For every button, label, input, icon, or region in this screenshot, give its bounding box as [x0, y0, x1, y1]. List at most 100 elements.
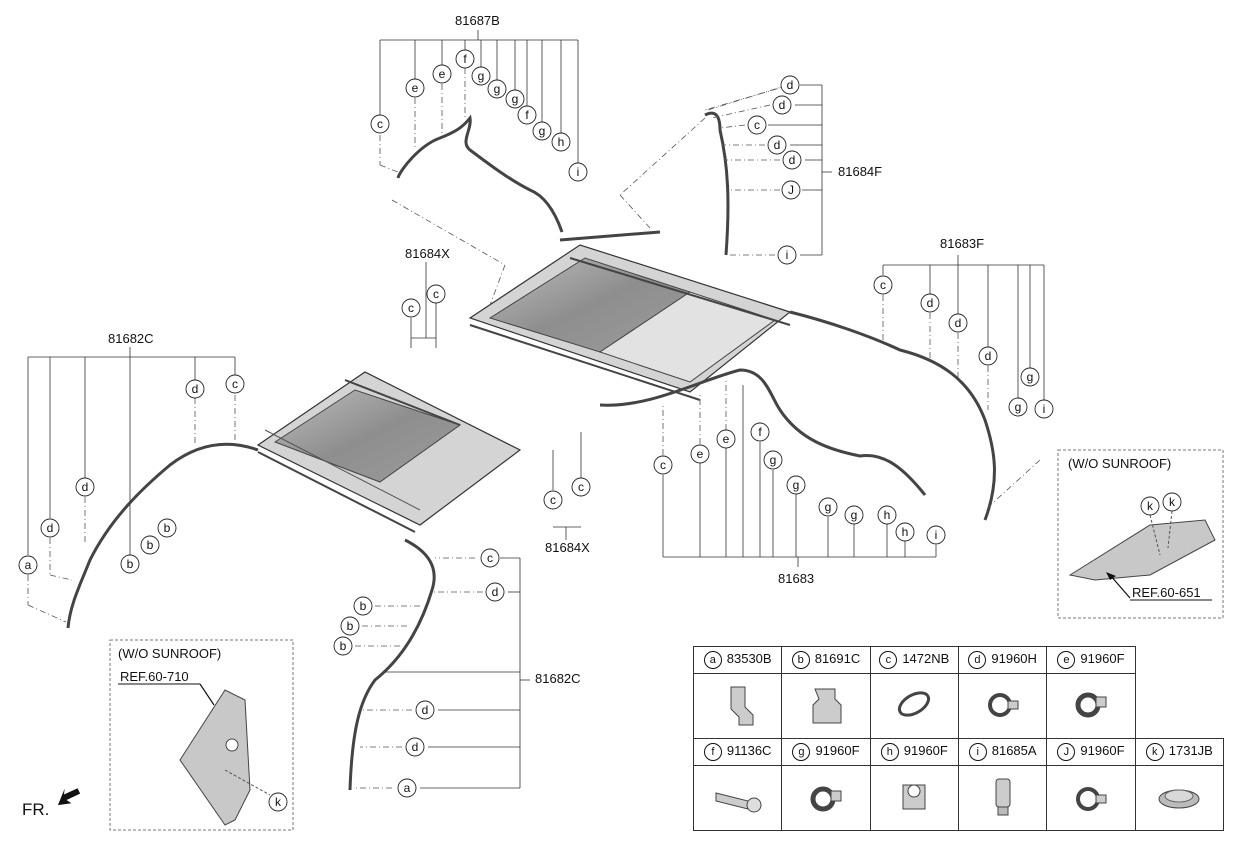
callout-g: g	[532, 121, 552, 141]
svg-text:c: c	[578, 480, 584, 494]
clip-bracket-icon	[781, 673, 871, 739]
svg-text:c: c	[880, 278, 886, 292]
svg-text:g: g	[539, 124, 546, 138]
svg-text:c: c	[660, 458, 666, 472]
svg-text:c: c	[377, 117, 383, 131]
svg-text:g: g	[494, 82, 501, 96]
front-direction-arrow-icon	[57, 788, 81, 806]
callout-c: c	[747, 115, 767, 135]
svg-text:b: b	[340, 639, 347, 653]
callout-c: c	[401, 298, 421, 318]
callout-b: b	[120, 554, 140, 574]
part-label-81682C-left: 81682C	[108, 331, 154, 346]
callout-d: d	[40, 518, 60, 538]
cable-tie-loop-icon	[869, 673, 959, 739]
svg-text:g: g	[793, 478, 800, 492]
part-label-81684X-top: 81684X	[405, 246, 450, 261]
hose-clip-icon	[957, 673, 1048, 739]
svg-text:c: c	[433, 287, 439, 301]
svg-text:g: g	[770, 453, 777, 467]
sunroof-frame-front	[256, 371, 522, 533]
callout-h: h	[877, 505, 897, 525]
bracket-clip-icon	[869, 765, 959, 831]
tree-81687B	[379, 30, 579, 164]
svg-text:c: c	[408, 301, 414, 315]
callout-b: b	[157, 518, 177, 538]
svg-text:g: g	[851, 508, 858, 522]
strap-clip-icon	[692, 765, 783, 831]
svg-text:f: f	[525, 108, 529, 122]
svg-text:e: e	[439, 67, 446, 81]
hose-81684F	[704, 111, 730, 256]
callout-a: a	[18, 555, 38, 575]
callout-d: d	[780, 75, 800, 95]
svg-text:e: e	[412, 81, 419, 95]
callout-d: d	[948, 313, 968, 333]
svg-text:e: e	[697, 447, 704, 461]
callout-i: i	[926, 525, 946, 545]
svg-text:i: i	[577, 165, 580, 179]
svg-text:g: g	[512, 92, 519, 106]
callout-d: d	[415, 700, 435, 720]
front-direction-label: FR.	[22, 800, 50, 819]
callout-e: e	[690, 444, 710, 464]
callout-e: e	[405, 78, 425, 98]
callout-c: c	[426, 284, 446, 304]
callout-e: e	[716, 429, 736, 449]
hose-81682C-bottom	[348, 538, 436, 791]
callout-g: g	[487, 79, 507, 99]
svg-text:d: d	[985, 349, 992, 363]
drain-hoses	[66, 111, 996, 791]
callout-g: g	[818, 497, 838, 517]
callout-d: d	[405, 737, 425, 757]
callout-c: c	[480, 548, 500, 568]
part-label-81684F: 81684F	[838, 164, 882, 179]
svg-text:d: d	[47, 521, 54, 535]
wo-sunroof-label: (W/O SUNROOF)	[1068, 456, 1171, 471]
wo-sunroof-box-right: (W/O SUNROOF) REF.60-651	[1057, 449, 1224, 619]
svg-text:d: d	[955, 316, 962, 330]
tree-81682C-left	[27, 347, 236, 555]
callout-i: i	[568, 162, 588, 182]
wo-sunroof-label: (W/O SUNROOF)	[118, 646, 221, 661]
svg-text:a: a	[25, 558, 32, 572]
callout-b: b	[333, 636, 353, 656]
clamp-icon	[781, 765, 871, 831]
callout-d: d	[767, 135, 787, 155]
svg-text:b: b	[147, 538, 154, 552]
callout-g: g	[1008, 397, 1028, 417]
ref-label-left: REF.60-710	[120, 669, 189, 684]
callout-g: g	[505, 89, 525, 109]
svg-text:g: g	[478, 69, 485, 83]
svg-text:d: d	[787, 78, 794, 92]
callout-h: h	[895, 522, 915, 542]
svg-text:c: c	[487, 551, 493, 565]
callout-b: b	[140, 535, 160, 555]
svg-text:g: g	[1027, 370, 1034, 384]
svg-text:d: d	[192, 382, 199, 396]
callout-c: c	[653, 455, 673, 475]
callout-b: b	[353, 596, 373, 616]
callout-c: c	[571, 477, 591, 497]
svg-text:c: c	[754, 118, 760, 132]
callout-a: a	[397, 778, 417, 798]
svg-text:d: d	[82, 480, 89, 494]
part-label-81684X-bottom: 81684X	[545, 540, 590, 555]
svg-text:J: J	[788, 183, 794, 197]
svg-text:c: c	[550, 493, 556, 507]
tree-81684X	[410, 262, 582, 540]
callout-g: g	[786, 475, 806, 495]
svg-text:f: f	[463, 52, 467, 66]
svg-text:d: d	[779, 98, 786, 112]
svg-text:k: k	[1147, 499, 1154, 513]
svg-text:i: i	[935, 528, 938, 542]
svg-text:d: d	[927, 296, 934, 310]
